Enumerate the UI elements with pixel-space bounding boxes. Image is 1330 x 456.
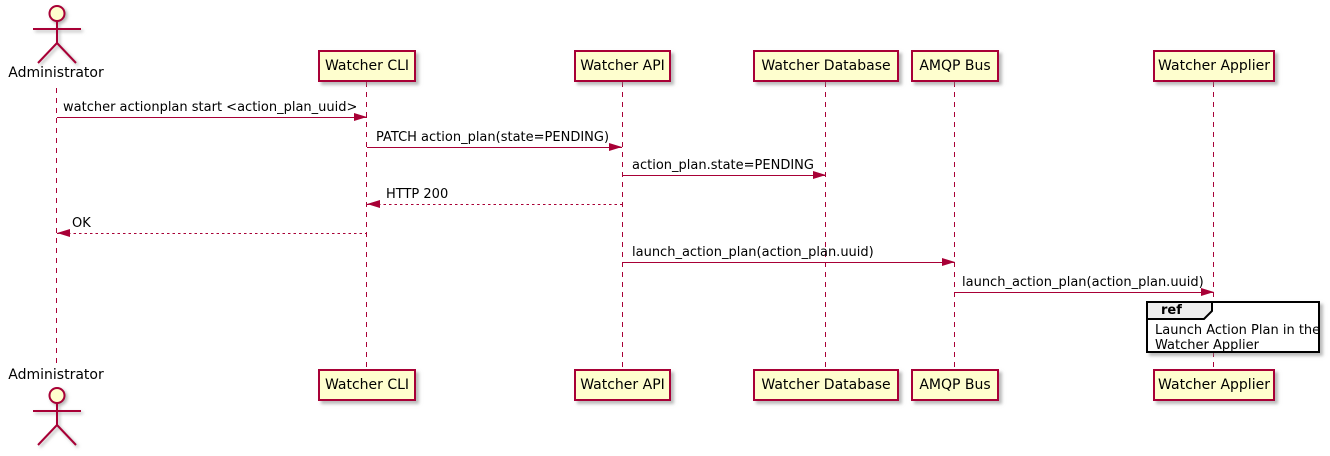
arrowhead-right-icon bbox=[609, 143, 622, 151]
message-line bbox=[57, 233, 367, 234]
arrowhead-right-icon bbox=[354, 113, 367, 121]
message-line bbox=[57, 117, 367, 118]
ref-tab-icon bbox=[1146, 301, 1213, 320]
participant-watcher-applier-bottom: Watcher Applier bbox=[1153, 369, 1275, 401]
message-label: watcher actionplan start <action_plan_uu… bbox=[63, 100, 358, 115]
arrowhead-right-icon bbox=[813, 171, 826, 179]
ref-text-line2: Watcher Applier bbox=[1155, 338, 1259, 353]
ref-fragment: ref Launch Action Plan in the Watcher Ap… bbox=[1146, 301, 1320, 353]
actor-label-bottom: Administrator bbox=[8, 367, 104, 383]
message-label: launch_action_plan(action_plan.uuid) bbox=[632, 245, 874, 260]
lifeline-watcher-database bbox=[825, 82, 826, 369]
message-label: OK bbox=[72, 216, 91, 231]
message-line bbox=[367, 204, 622, 205]
arrowhead-left-icon bbox=[57, 229, 70, 237]
ref-text-line1: Launch Action Plan in the bbox=[1155, 323, 1321, 338]
message-label: PATCH action_plan(state=PENDING) bbox=[376, 130, 610, 145]
message-label: action_plan.state=PENDING bbox=[632, 158, 814, 173]
actor-icon bbox=[33, 5, 81, 64]
participant-watcher-api-bottom: Watcher API bbox=[574, 369, 671, 401]
message-line bbox=[367, 147, 622, 148]
message-line bbox=[622, 175, 826, 176]
lifeline-administrator bbox=[56, 88, 57, 365]
lifeline-watcher-cli bbox=[366, 82, 367, 369]
participant-amqp-bus-bottom: AMQP Bus bbox=[911, 369, 999, 401]
participant-watcher-cli-top: Watcher CLI bbox=[318, 50, 416, 82]
arrowhead-right-icon bbox=[942, 258, 955, 266]
actor-label-top: Administrator bbox=[8, 65, 104, 81]
participant-watcher-api-top: Watcher API bbox=[574, 50, 671, 82]
arrowhead-right-icon bbox=[1201, 288, 1214, 296]
participant-watcher-applier-top: Watcher Applier bbox=[1153, 50, 1275, 82]
message-label: launch_action_plan(action_plan.uuid) bbox=[962, 275, 1204, 290]
lifeline-watcher-api bbox=[622, 82, 623, 369]
lifeline-watcher-applier bbox=[1213, 82, 1214, 369]
actor-icon bbox=[33, 387, 81, 446]
participant-watcher-database-top: Watcher Database bbox=[753, 50, 899, 82]
message-line bbox=[955, 292, 1214, 293]
lifeline-amqp-bus bbox=[954, 82, 955, 369]
ref-keyword: ref bbox=[1161, 303, 1182, 318]
arrowhead-left-icon bbox=[367, 200, 380, 208]
participant-watcher-cli-bottom: Watcher CLI bbox=[318, 369, 416, 401]
participant-watcher-database-bottom: Watcher Database bbox=[753, 369, 899, 401]
message-line bbox=[622, 262, 955, 263]
message-label: HTTP 200 bbox=[386, 187, 449, 202]
participant-amqp-bus-top: AMQP Bus bbox=[911, 50, 999, 82]
